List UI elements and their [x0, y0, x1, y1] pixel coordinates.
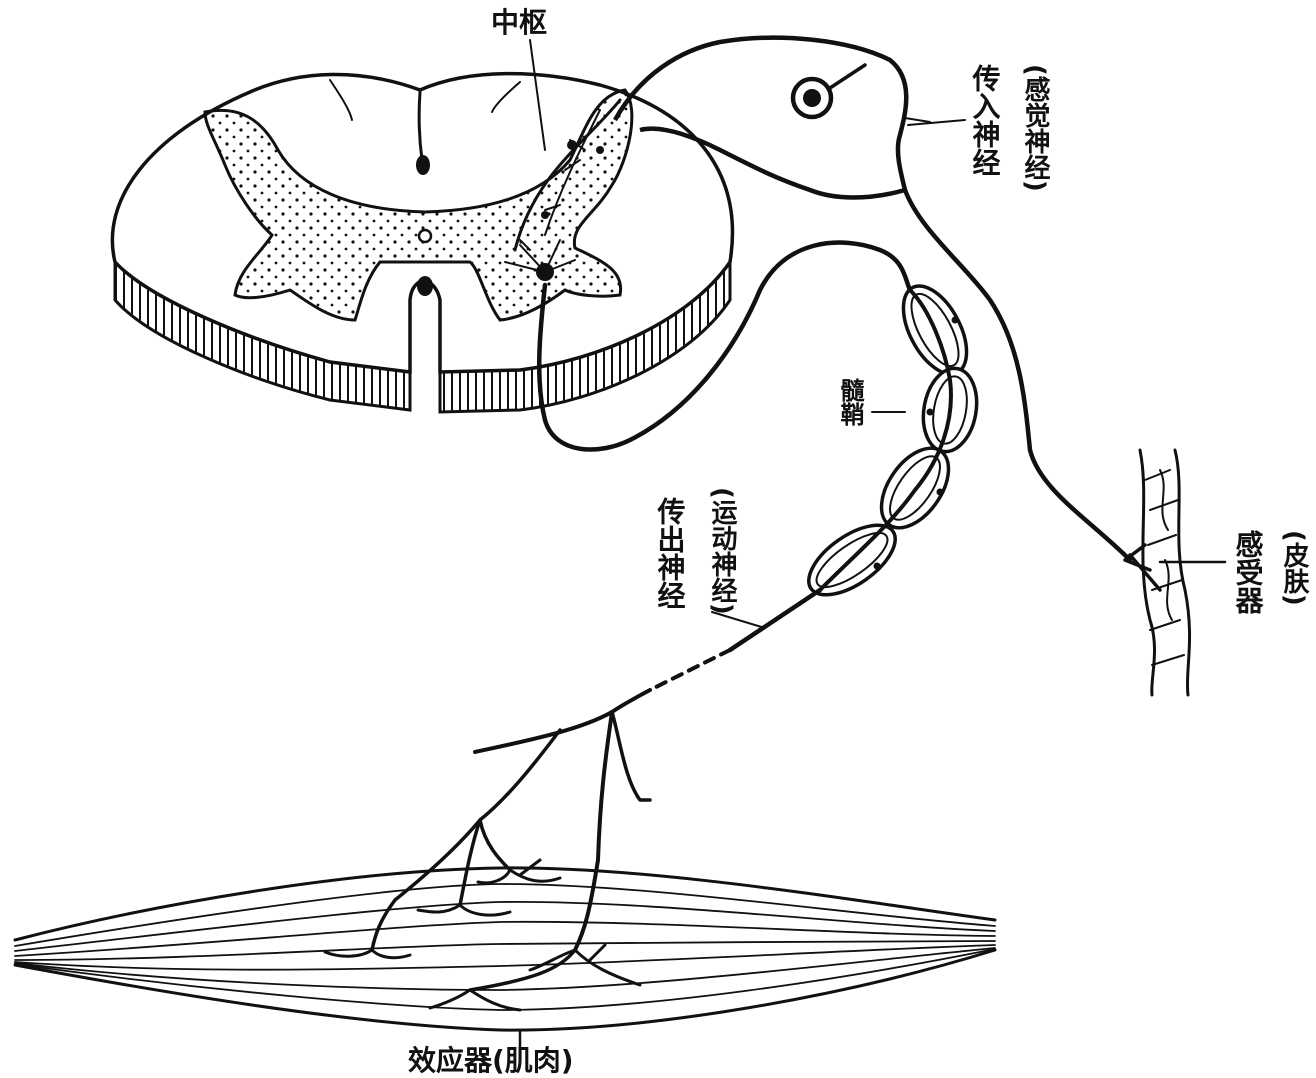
- label-receptor-paren: (皮肤): [1279, 530, 1309, 606]
- motor-branches: [325, 712, 650, 1010]
- spinal-cord: [112, 74, 732, 412]
- skin-receptor: [1125, 450, 1225, 695]
- label-afferent-paren: (感觉神经): [1020, 64, 1050, 192]
- fissure-end: [416, 155, 430, 175]
- motor-axon-distal: [730, 590, 820, 650]
- ganglion-cell-nucleus: [803, 89, 821, 107]
- label-effector: 效应器(肌肉): [408, 1044, 574, 1077]
- label-efferent-paren: (运动神经): [707, 487, 737, 615]
- myelin-sheath: [797, 276, 983, 608]
- label-myelin: 髓鞘: [836, 378, 864, 427]
- label-afferent: 传入神经: [969, 64, 1002, 176]
- anterior-fissure-tip: [417, 276, 433, 296]
- muscle: [15, 868, 995, 1048]
- label-center: 中枢: [491, 6, 547, 39]
- label-efferent: 传出神经: [654, 497, 687, 609]
- label-receptor: 感受器: [1232, 530, 1265, 615]
- central-canal: [419, 230, 431, 242]
